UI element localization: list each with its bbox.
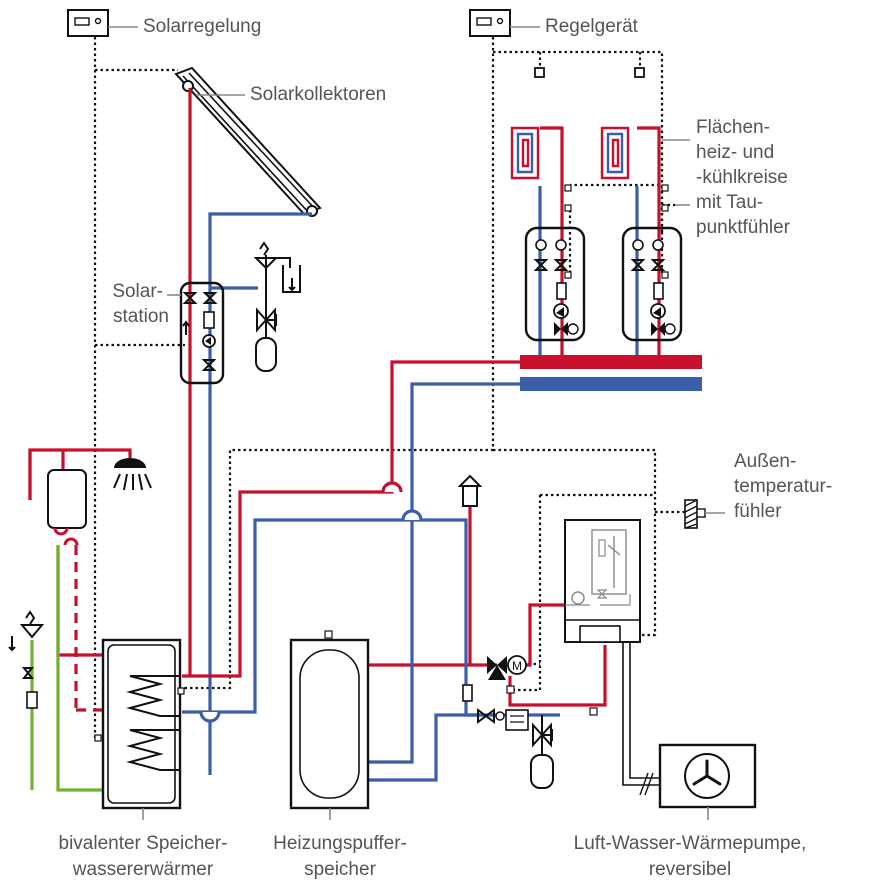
label-regelgeraet: Regelgerät xyxy=(545,16,639,37)
room-sensor-2 xyxy=(634,67,645,78)
label-waermepumpe-2: reversibel xyxy=(649,859,731,880)
solar-expansion-group xyxy=(253,241,301,372)
label-flaechen-2: heiz- und xyxy=(696,142,774,163)
label-waermepumpe-1: Luft-Wasser-Wärmepumpe, xyxy=(574,833,807,854)
label-puffer-1: Heizungspuffer- xyxy=(273,833,407,854)
surface-circuit-2 xyxy=(600,126,683,355)
room-sensor-1 xyxy=(534,67,545,78)
instantaneous-water-heater xyxy=(47,469,87,546)
surface-circuit-1 xyxy=(510,126,586,355)
heating-buffer-cylinder xyxy=(289,630,370,810)
label-solarstation-1: Solar- xyxy=(112,281,163,302)
label-solarkollektoren: Solarkollektoren xyxy=(250,84,386,105)
label-speicher-2: wassererwärmer xyxy=(72,859,214,880)
label-puffer-2: speicher xyxy=(304,859,376,880)
supply-manifold xyxy=(520,355,702,369)
solar-collector xyxy=(174,66,322,217)
label-aussen-3: fühler xyxy=(734,501,782,522)
pipe-crossing xyxy=(199,711,221,723)
label-speicher-1: bivalenter Speicher- xyxy=(59,833,228,854)
refrigerant-break xyxy=(639,772,654,796)
heat-pump-indoor-unit xyxy=(564,519,641,643)
label-flaechen-1: Flächen- xyxy=(696,117,770,138)
return-line-components xyxy=(462,684,554,789)
refrigerant-lines xyxy=(622,642,660,786)
dhw-pipes xyxy=(28,448,132,792)
return-manifold xyxy=(520,377,702,391)
labels: Solarregelung Solarkollektoren Regelgerä… xyxy=(59,16,833,880)
label-aussen-2: temperatur- xyxy=(734,476,832,497)
label-flaechen-3: -kühlkreise xyxy=(696,167,788,188)
main-supply-pipes xyxy=(182,360,607,707)
label-solarregelung: Solarregelung xyxy=(143,16,261,37)
motor-label: M xyxy=(512,659,522,673)
air-vent-icon xyxy=(457,474,483,507)
solar-controller xyxy=(67,9,109,37)
cold-water-safety-group xyxy=(8,610,45,709)
label-aussen-1: Außen- xyxy=(734,451,796,472)
leader-lines xyxy=(108,26,725,820)
dhw-sensor xyxy=(94,734,102,742)
shower-head-icon xyxy=(113,458,152,491)
label-flaechen-4: mit Tau- xyxy=(696,192,763,213)
three-way-valve: M xyxy=(487,655,527,694)
heat-pump-outdoor-unit xyxy=(658,743,757,809)
pipe-crossing xyxy=(381,481,403,493)
control-unit xyxy=(469,9,511,37)
pipe-crossing xyxy=(401,509,423,521)
heat-pump-sensor xyxy=(589,707,598,716)
label-flaechen-5: punktfühler xyxy=(696,217,791,238)
label-solarstation-2: station xyxy=(113,306,169,327)
outdoor-temperature-sensor-icon xyxy=(684,499,706,529)
solar-station xyxy=(179,281,225,385)
bivalent-dhw-cylinder xyxy=(101,638,185,810)
